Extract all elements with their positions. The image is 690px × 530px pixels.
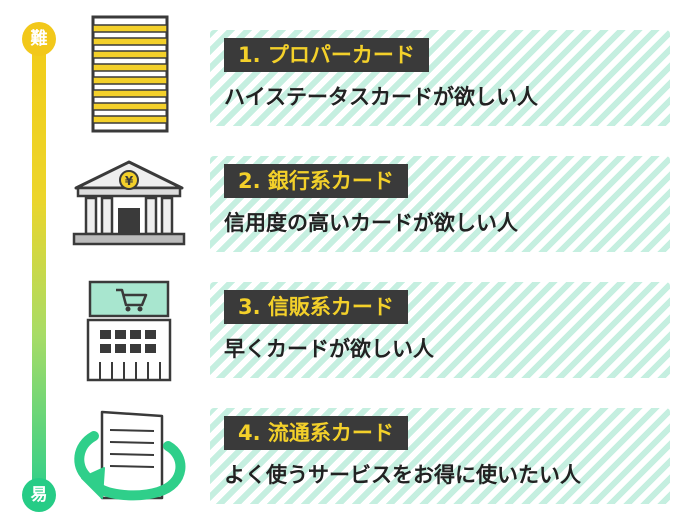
difficulty-gradient-bar [32,38,46,494]
card-type-description: ハイステータスカードが欲しい人 [224,85,538,109]
retail-building-arrow-icon [74,410,186,501]
card-type-description: よく使うサービスをお得に使いたい人 [224,463,581,487]
card-type-description: 早くカードが欲しい人 [224,337,434,361]
svg-text:¥: ¥ [125,174,134,188]
card-type-panel-3: 3. 信販系カード 早くカードが欲しい人 [210,282,670,378]
shopping-store-icon [86,280,172,382]
office-building-icon [91,15,169,133]
card-type-panel-2: 2. 銀行系カード 信用度の高いカードが欲しい人 [210,156,670,252]
bank-yen-icon: ¥ [72,160,186,246]
card-type-panel-1: 1. プロパーカード ハイステータスカードが欲しい人 [210,30,670,126]
card-type-title: 2. 銀行系カード [224,164,408,198]
card-type-description: 信用度の高いカードが欲しい人 [224,211,518,235]
card-type-title: 1. プロパーカード [224,38,429,72]
difficulty-hard-badge: 難 [22,22,56,56]
card-type-title: 3. 信販系カード [224,290,408,324]
card-type-panel-4: 4. 流通系カード よく使うサービスをお得に使いたい人 [210,408,670,504]
difficulty-scale: 難 易 [22,22,56,512]
difficulty-easy-badge: 易 [22,478,56,512]
card-type-title: 4. 流通系カード [224,416,408,450]
